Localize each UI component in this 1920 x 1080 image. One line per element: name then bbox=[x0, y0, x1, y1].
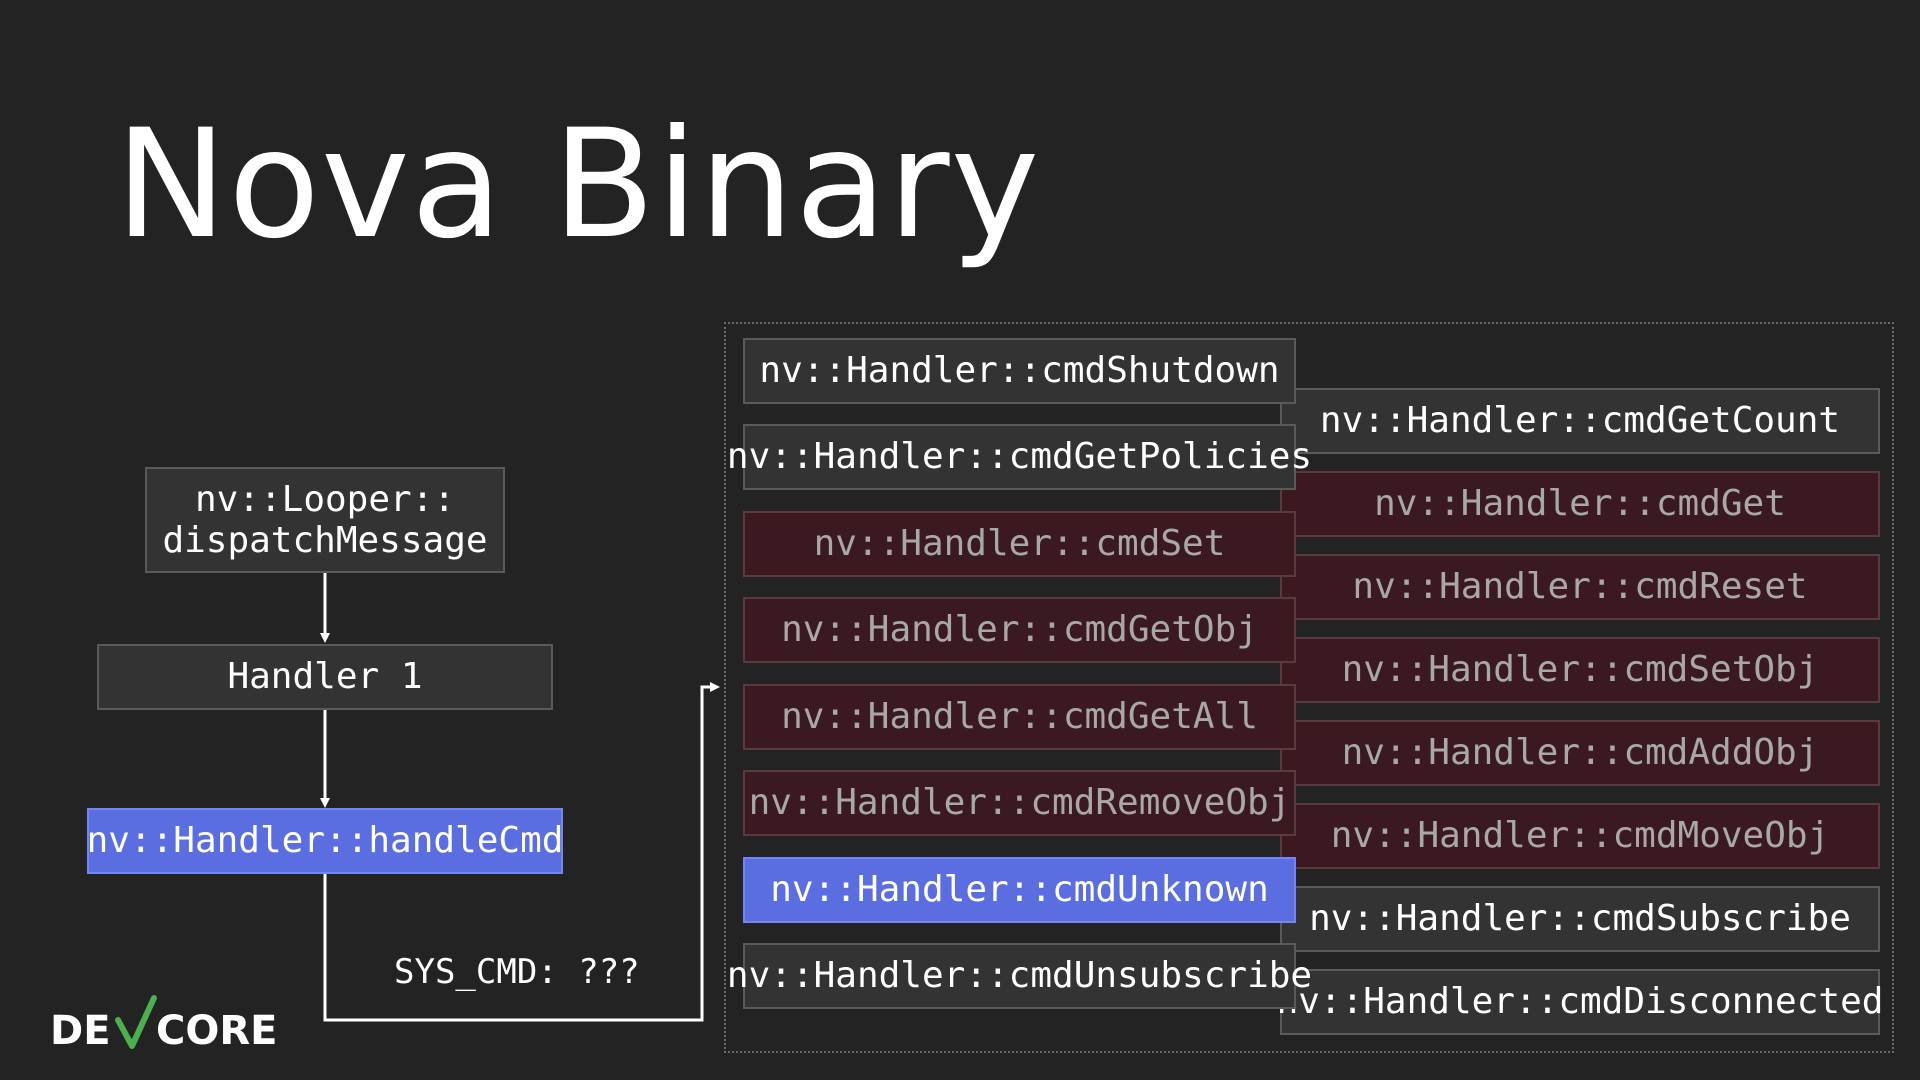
handle-cmd-box: nv::Handler::handleCmd bbox=[87, 808, 563, 874]
handler-cmd-get-all: nv::Handler::cmdGetAll bbox=[743, 684, 1296, 750]
handler-cmd-unknown: nv::Handler::cmdUnknown bbox=[743, 857, 1296, 923]
handler-cmd-get-policies: nv::Handler::cmdGetPolicies bbox=[727, 424, 1312, 490]
looper-line-2: dispatchMessage bbox=[162, 520, 488, 561]
handler-cmd-get-obj: nv::Handler::cmdGetObj bbox=[743, 597, 1296, 663]
handler-cmd-shutdown: nv::Handler::cmdShutdown bbox=[743, 338, 1296, 404]
handler-cmd-unsubscribe: nv::Handler::cmdUnsubscribe bbox=[727, 943, 1312, 1009]
looper-line-1: nv::Looper:: bbox=[194, 478, 456, 520]
page-title: Nova Binary bbox=[115, 98, 1041, 272]
handler-cmd-set-obj: nv::Handler::cmdSetObj bbox=[1280, 637, 1880, 703]
handler-cmd-add-obj: nv::Handler::cmdAddObj bbox=[1280, 720, 1880, 786]
handler-cmd-remove-obj: nv::Handler::cmdRemoveObj bbox=[743, 770, 1296, 836]
sys-cmd-label: SYS_CMD: ??? bbox=[394, 952, 640, 992]
devcore-logo: DE CORE bbox=[50, 995, 277, 1052]
handler-cmd-set: nv::Handler::cmdSet bbox=[743, 511, 1296, 577]
arrow-handlecmd-to-dispatch bbox=[323, 682, 720, 1022]
handler-cmd-get: nv::Handler::cmdGet bbox=[1280, 471, 1880, 537]
handler-cmd-move-obj: nv::Handler::cmdMoveObj bbox=[1280, 803, 1880, 869]
command-handler-table bbox=[724, 322, 1894, 1053]
handler-1-box: Handler 1 bbox=[97, 644, 553, 710]
handler-cmd-get-count: nv::Handler::cmdGetCount bbox=[1280, 388, 1880, 454]
handler-cmd-subscribe: nv::Handler::cmdSubscribe bbox=[1280, 886, 1880, 952]
handler-cmd-disconnected: nv::Handler::cmdDisconnected bbox=[1277, 969, 1883, 1035]
handler-cmd-reset: nv::Handler::cmdReset bbox=[1280, 554, 1880, 620]
looper-dispatch-box: nv::Looper:: dispatchMessage bbox=[145, 467, 505, 573]
svg-text:DE: DE bbox=[50, 1008, 111, 1052]
svg-text:CORE: CORE bbox=[156, 1008, 277, 1052]
